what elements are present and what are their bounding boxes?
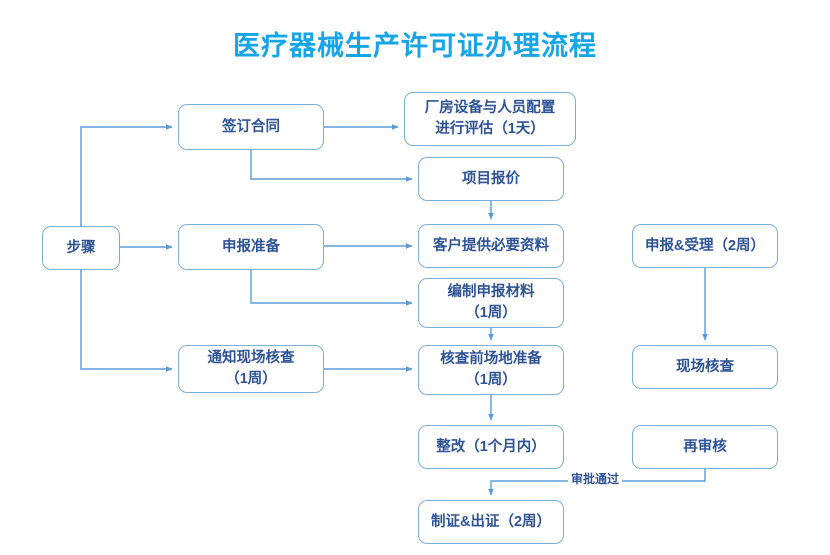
node-client-provides-documents[interactable]: 客户提供必要资料 [418,224,564,268]
node-label: 整改（1个月内） [436,438,546,455]
node-label-line2: （1周） [465,372,517,388]
node-label: 客户提供必要资料 [433,237,549,254]
node-notify-onsite-inspection[interactable]: 通知现场核查 （1周） [178,345,324,393]
node-site-preparation[interactable]: 核查前场地准备 （1周） [418,345,564,395]
node-certificate-issuance[interactable]: 制证&出证（2周） [418,500,564,544]
node-compile-application-materials[interactable]: 编制申报材料 （1周） [418,278,564,328]
node-application-acceptance[interactable]: 申报&受理（2周） [632,224,778,268]
node-steps[interactable]: 步骤 [42,226,120,270]
node-onsite-inspection[interactable]: 现场核查 [632,345,778,389]
edge-steps-notify [80,270,173,372]
node-label: 现场核查 [676,358,734,375]
node-label-line2: 进行评估（1天） [435,121,545,137]
node-label: 项目报价 [462,170,520,187]
node-re-review[interactable]: 再审核 [632,425,778,469]
node-label: 编制申报材料 [447,284,535,300]
node-label: 步骤 [66,239,96,256]
node-label: 再审核 [683,438,727,455]
edge-prepare-compile [250,270,413,306]
node-sign-contract[interactable]: 签订合同 [178,104,324,150]
node-label: 通知现场核查 [207,350,295,366]
node-label: 申报&受理（2周） [644,237,766,254]
node-project-quotation[interactable]: 项目报价 [418,157,564,201]
node-declaration-preparation[interactable]: 申报准备 [178,224,324,270]
node-facility-assessment[interactable]: 厂房设备与人员配置 进行评估（1天） [404,92,576,146]
page-title: 医疗器械生产许可证办理流程 [233,31,597,61]
node-rectification[interactable]: 整改（1个月内） [418,425,564,469]
node-label: 签订合同 [222,118,280,135]
node-label: 申报准备 [222,238,280,255]
node-label: 厂房设备与人员配置 [424,100,556,116]
edge-label-approved: 审批通过 [568,472,623,486]
edge-steps-contract [80,124,173,226]
node-label: 核查前场地准备 [440,351,542,367]
node-label-line2: （1周） [225,371,277,387]
node-label: 制证&出证（2周） [430,513,552,530]
node-label-line2: （1周） [465,305,517,321]
edge-contract-quote [250,150,413,182]
